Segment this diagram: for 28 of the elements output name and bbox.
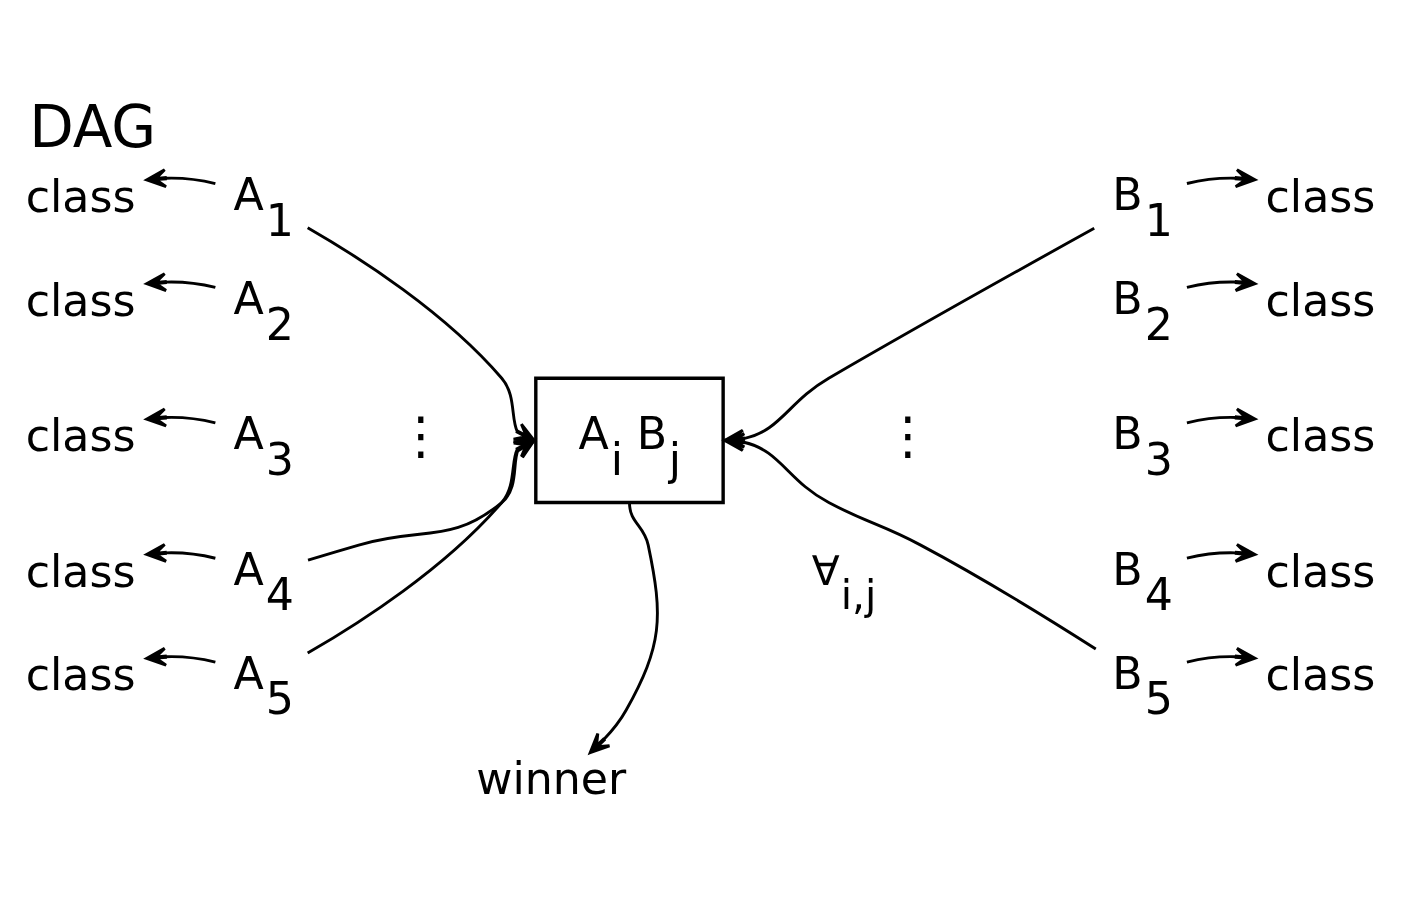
arrow	[723, 227, 1095, 449]
node-text: class	[25, 410, 136, 462]
node-text: winner	[476, 753, 627, 805]
node-text: class	[1265, 410, 1376, 462]
node-text: class	[1265, 649, 1376, 701]
label: ⋮	[395, 406, 447, 466]
node-text: class	[1265, 170, 1376, 222]
node-text: class	[25, 649, 136, 701]
arrow	[588, 502, 659, 755]
arrow	[145, 168, 216, 189]
arrow	[1186, 168, 1257, 189]
node-text: class	[1265, 545, 1376, 597]
arrow	[307, 438, 536, 562]
node-text: class	[25, 170, 136, 222]
node-text: class	[25, 545, 136, 597]
label: ⋮	[882, 406, 934, 466]
node-text: class	[1265, 274, 1376, 326]
arrow	[1186, 407, 1257, 428]
arrow	[145, 272, 216, 292]
arrow	[145, 543, 216, 563]
arrow	[1186, 646, 1257, 667]
node-text: class	[25, 274, 136, 326]
arrow	[145, 407, 216, 428]
arrow	[1186, 543, 1257, 563]
arrow	[1186, 272, 1257, 292]
diagram-title: DAG	[29, 92, 157, 161]
arrow	[145, 646, 216, 667]
arrow	[306, 438, 536, 655]
